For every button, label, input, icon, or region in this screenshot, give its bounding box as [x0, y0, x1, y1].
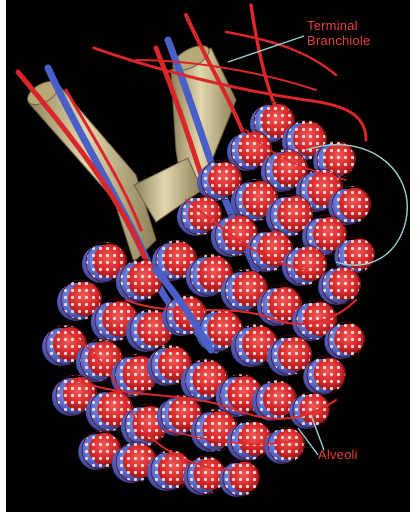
alveolus — [219, 460, 260, 497]
terminal-bronchiole-label-line2: Branchiole — [307, 33, 403, 48]
alveolus-capillary-mesh — [307, 356, 345, 394]
alveolus-capillary-mesh — [293, 392, 329, 428]
alveolus-capillary-mesh — [286, 245, 326, 285]
alveoli-illustration: Terminal Branchiole Alveoli — [6, 0, 410, 512]
alveolus-capillary-mesh — [322, 266, 360, 304]
alveoli-label: Alveoli — [318, 447, 358, 462]
alveoli-diagram — [6, 0, 410, 512]
alveolus-capillary-mesh — [268, 427, 304, 463]
terminal-bronchiole-label: Terminal Branchiole — [307, 18, 403, 48]
alveolus-capillary-mesh — [223, 460, 259, 496]
alveolus-capillary-mesh — [271, 335, 311, 375]
alveolus-capillary-mesh — [231, 420, 271, 460]
alveolus-capillary-mesh — [328, 322, 364, 358]
terminal-bronchiole-label-line1: Terminal — [307, 18, 403, 33]
